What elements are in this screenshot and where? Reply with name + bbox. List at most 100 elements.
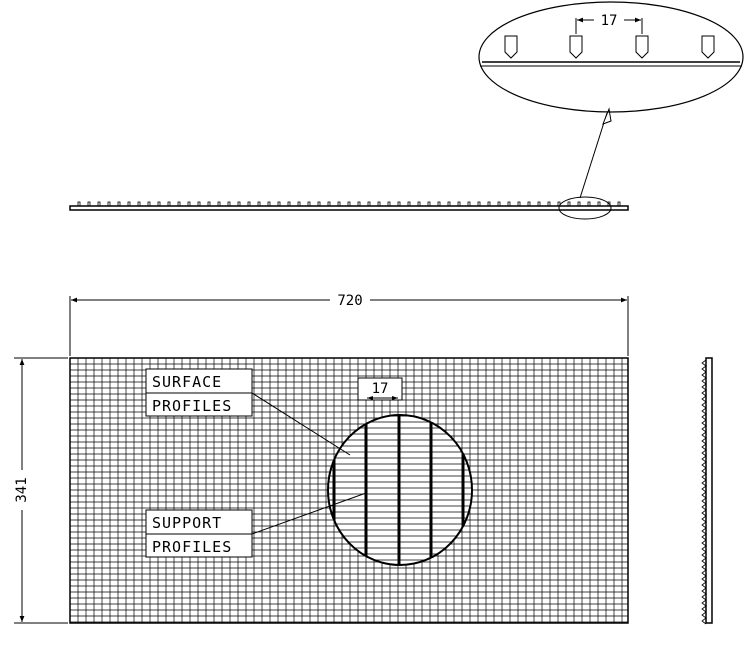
edge-tooth <box>701 395 707 403</box>
surface-profiles-leader <box>251 392 351 456</box>
edge-tooth <box>701 419 707 427</box>
edge-tooth <box>701 593 707 601</box>
edge-tooth <box>701 407 707 415</box>
edge-tooth <box>701 401 707 409</box>
edge-tooth <box>701 587 707 595</box>
side-profile-tick <box>517 201 521 207</box>
edge-tooth <box>701 599 707 607</box>
edge-tooth <box>701 425 707 433</box>
side-profile-tick <box>357 201 361 207</box>
side-profile-tick <box>137 201 141 207</box>
edge-tooth <box>701 383 707 391</box>
front-detail-dim-arrow-left <box>367 396 373 400</box>
side-profile-tick <box>207 201 211 207</box>
edge-tooth <box>701 485 707 493</box>
side-profile-tick <box>617 201 621 207</box>
edge-view-teeth <box>701 359 707 625</box>
side-view <box>69 107 629 220</box>
side-profile-tick <box>237 201 241 207</box>
detail-surface-profile <box>635 35 649 59</box>
side-profile-tick <box>577 201 581 207</box>
edge-tooth <box>701 455 707 463</box>
edge-tooth <box>701 551 707 559</box>
edge-tooth <box>701 479 707 487</box>
edge-tooth <box>701 617 707 625</box>
side-profile-tick <box>297 201 301 207</box>
side-profile-tick <box>487 201 491 207</box>
side-profile-tick <box>317 201 321 207</box>
side-profile-tick <box>387 201 391 207</box>
side-profile-tick <box>427 201 431 207</box>
edge-tooth <box>701 611 707 619</box>
edge-tooth <box>701 371 707 379</box>
side-view-callout-ellipse <box>558 196 612 220</box>
grating-outline <box>69 357 629 624</box>
edge-tooth <box>701 503 707 511</box>
edge-tooth <box>701 509 707 517</box>
side-view-bar <box>69 205 629 211</box>
edge-tooth <box>701 533 707 541</box>
side-view-profile-ticks <box>77 201 621 207</box>
edge-tooth <box>701 449 707 457</box>
side-profile-tick <box>187 201 191 207</box>
edge-view <box>701 357 713 625</box>
top-detail-profiles <box>504 35 715 59</box>
side-profile-tick <box>407 201 411 207</box>
side-profile-tick <box>287 201 291 207</box>
side-profile-tick <box>107 201 111 207</box>
side-profile-tick <box>147 201 151 207</box>
side-profile-tick <box>347 201 351 207</box>
edge-tooth <box>701 473 707 481</box>
detail-surface-profile <box>701 35 715 59</box>
edge-tooth <box>701 575 707 583</box>
top-detail-ellipse <box>478 1 744 113</box>
side-profile-tick <box>507 201 511 207</box>
height-dim-value: 341 <box>14 477 30 502</box>
support-profiles-label-line2: PROFILES <box>152 538 232 556</box>
side-profile-tick <box>117 201 121 207</box>
side-profile-tick <box>337 201 341 207</box>
edge-tooth <box>701 359 707 367</box>
edge-tooth <box>701 545 707 553</box>
edge-tooth <box>701 581 707 589</box>
side-profile-tick <box>477 201 481 207</box>
edge-tooth <box>701 443 707 451</box>
side-profile-tick <box>527 201 531 207</box>
side-profile-tick <box>247 201 251 207</box>
width-dim-value: 720 <box>337 293 362 309</box>
top-detail-view: 17 <box>478 1 744 113</box>
side-profile-tick <box>457 201 461 207</box>
side-profile-tick <box>327 201 331 207</box>
top-detail-dim-value: 17 <box>601 13 618 29</box>
side-profile-tick <box>257 201 261 207</box>
side-profile-tick <box>537 201 541 207</box>
detail-leader-arrowhead <box>602 107 612 125</box>
detail-surface-profile <box>504 35 518 59</box>
side-profile-tick <box>417 201 421 207</box>
side-profile-tick <box>377 201 381 207</box>
edge-tooth <box>701 461 707 469</box>
side-profile-tick <box>437 201 441 207</box>
edge-tooth <box>701 521 707 529</box>
edge-tooth <box>701 557 707 565</box>
side-profile-tick <box>97 201 101 207</box>
side-profile-tick <box>447 201 451 207</box>
edge-tooth <box>701 563 707 571</box>
surface-profiles-label-line1: SURFACE <box>152 373 222 391</box>
side-profile-tick <box>127 201 131 207</box>
edge-tooth <box>701 491 707 499</box>
front-detail-dim-value: 17 <box>372 381 389 397</box>
side-profile-tick <box>277 201 281 207</box>
front-detail-dim-arrow-right <box>392 396 398 400</box>
edge-tooth <box>701 497 707 505</box>
edge-tooth <box>701 437 707 445</box>
front-detail-circle <box>327 414 473 566</box>
side-profile-tick <box>87 201 91 207</box>
side-profile-tick <box>157 201 161 207</box>
side-profile-tick <box>607 201 611 207</box>
side-profile-tick <box>367 201 371 207</box>
side-profile-tick <box>547 201 551 207</box>
side-profile-tick <box>497 201 501 207</box>
edge-tooth <box>701 569 707 577</box>
